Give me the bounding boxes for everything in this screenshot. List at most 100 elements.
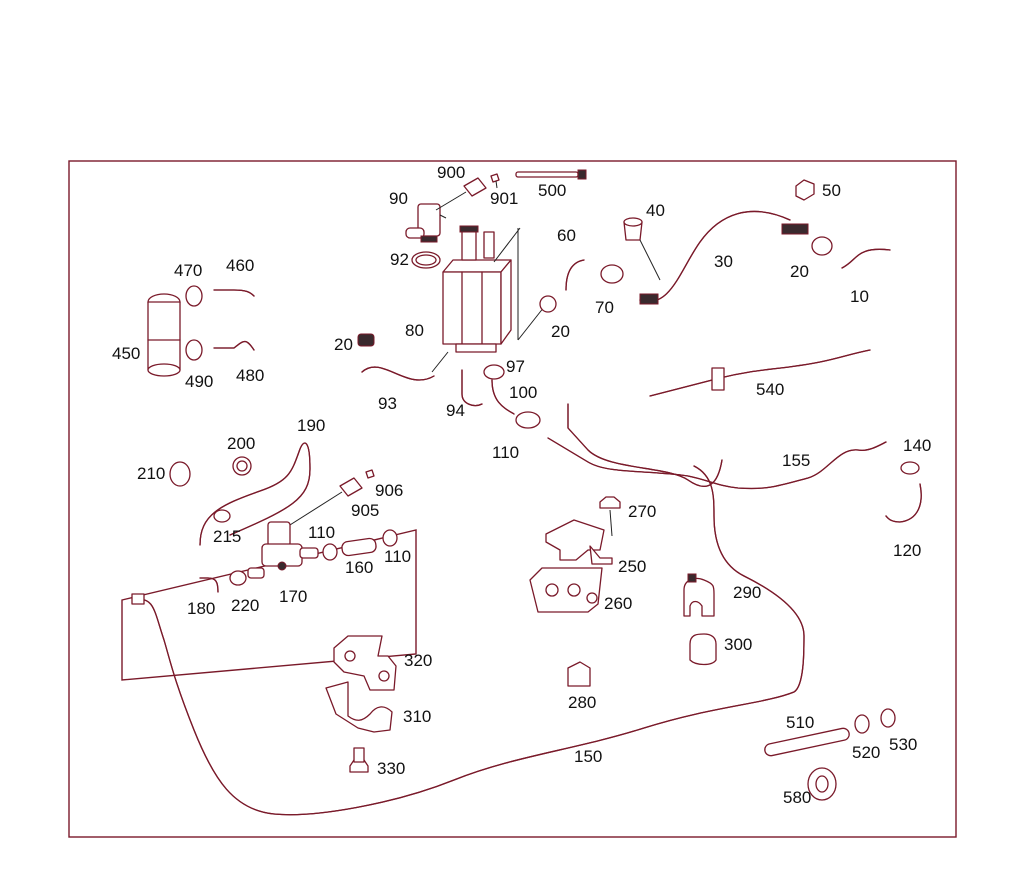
label-300: 300 — [724, 635, 752, 654]
part-60-hose — [565, 259, 585, 291]
label-210: 210 — [137, 464, 165, 483]
label-470: 470 — [174, 261, 202, 280]
part-490-clamp — [185, 339, 203, 361]
label-20a: 20 — [790, 262, 809, 281]
diagram-frame — [68, 160, 957, 838]
part-155-pipe — [547, 403, 887, 490]
label-110b: 110 — [308, 523, 335, 542]
part-170-valve — [247, 521, 319, 579]
part-190-pipe — [199, 442, 311, 546]
part-10-hose — [841, 248, 891, 269]
label-155: 155 — [782, 451, 810, 470]
label-280: 280 — [568, 693, 596, 712]
part-70-clamp — [600, 264, 624, 284]
label-60: 60 — [557, 226, 576, 245]
part-110a-clamp — [515, 411, 541, 429]
label-20c: 20 — [334, 335, 353, 354]
part-20a-clamp — [539, 295, 557, 313]
label-540: 540 — [756, 380, 784, 399]
label-40: 40 — [646, 201, 665, 220]
label-290: 290 — [733, 583, 761, 602]
part-30-pipe — [639, 210, 809, 305]
part-40-cap — [623, 217, 661, 281]
label-900: 900 — [437, 163, 465, 182]
label-500: 500 — [538, 181, 566, 200]
part-290-bracket — [683, 573, 715, 617]
label-906: 906 — [375, 481, 403, 500]
part-260-clamp-block — [529, 567, 603, 613]
part-520-clamp — [854, 714, 870, 734]
part-93-hose — [361, 351, 449, 381]
part-180-elbow — [199, 577, 219, 593]
part-460-elbow — [213, 289, 255, 297]
part-510-tube — [764, 727, 850, 757]
label-530: 530 — [889, 735, 917, 754]
part-94-hose — [461, 369, 483, 407]
label-320: 320 — [404, 651, 432, 670]
part-150-pipe — [131, 465, 805, 816]
label-220: 220 — [231, 596, 259, 615]
label-905: 905 — [351, 501, 379, 520]
label-270: 270 — [628, 502, 656, 521]
label-80: 80 — [405, 321, 424, 340]
label-120: 120 — [893, 541, 921, 560]
part-20c-clamp — [357, 333, 375, 347]
part-540-pipe — [649, 349, 871, 397]
label-490: 490 — [185, 372, 213, 391]
part-450-filter — [147, 293, 181, 377]
label-110a: 110 — [492, 443, 519, 462]
part-90-valve — [405, 191, 467, 243]
part-320-clamp-block — [333, 635, 397, 691]
part-215-clamp — [213, 509, 231, 523]
part-900-connector — [463, 177, 487, 197]
part-200-ring — [232, 456, 252, 476]
part-470-clamp — [185, 285, 203, 307]
label-94: 94 — [446, 401, 465, 420]
label-70: 70 — [595, 298, 614, 317]
label-10: 10 — [850, 287, 869, 306]
part-100-hose — [491, 379, 515, 415]
label-200: 200 — [227, 434, 255, 453]
part-530-clamp — [880, 708, 896, 728]
part-110b-clamp — [322, 543, 338, 561]
part-500-rod — [515, 169, 587, 180]
label-160: 160 — [345, 558, 373, 577]
part-140-clamp — [900, 461, 920, 475]
part-330-screw — [349, 747, 369, 773]
part-210-clamp — [169, 461, 191, 487]
part-220-clamp — [229, 570, 247, 586]
label-250: 250 — [618, 557, 646, 576]
label-310: 310 — [403, 707, 431, 726]
label-90: 90 — [389, 189, 408, 208]
label-20b: 20 — [551, 322, 570, 341]
part-905-connector — [281, 477, 363, 531]
label-901: 901 — [490, 189, 518, 208]
part-labels: 900 90 901 500 40 50 60 92 470 460 30 20… — [112, 163, 931, 807]
label-260: 260 — [604, 594, 632, 613]
label-97: 97 — [506, 357, 525, 376]
label-180: 180 — [187, 599, 215, 618]
part-20b-clamp — [811, 236, 833, 256]
part-250-bracket — [545, 519, 613, 565]
label-510: 510 — [786, 713, 814, 732]
label-215: 215 — [213, 527, 241, 546]
part-110c-clamp — [382, 529, 398, 547]
part-270-bolt — [599, 496, 621, 537]
part-906-pin — [365, 469, 375, 479]
label-460: 460 — [226, 256, 254, 275]
label-520: 520 — [852, 743, 880, 762]
part-120-hose — [885, 483, 922, 523]
label-30: 30 — [714, 252, 733, 271]
label-190: 190 — [297, 416, 325, 435]
part-92-oring — [411, 251, 441, 269]
part-80-canister — [442, 225, 549, 353]
label-330: 330 — [377, 759, 405, 778]
part-480-elbow — [213, 340, 255, 351]
label-150: 150 — [574, 747, 602, 766]
part-580-grommet — [807, 767, 837, 801]
part-300-grommet — [689, 633, 717, 666]
label-93: 93 — [378, 394, 397, 413]
part-97-clamp — [483, 364, 505, 380]
label-450: 450 — [112, 344, 140, 363]
